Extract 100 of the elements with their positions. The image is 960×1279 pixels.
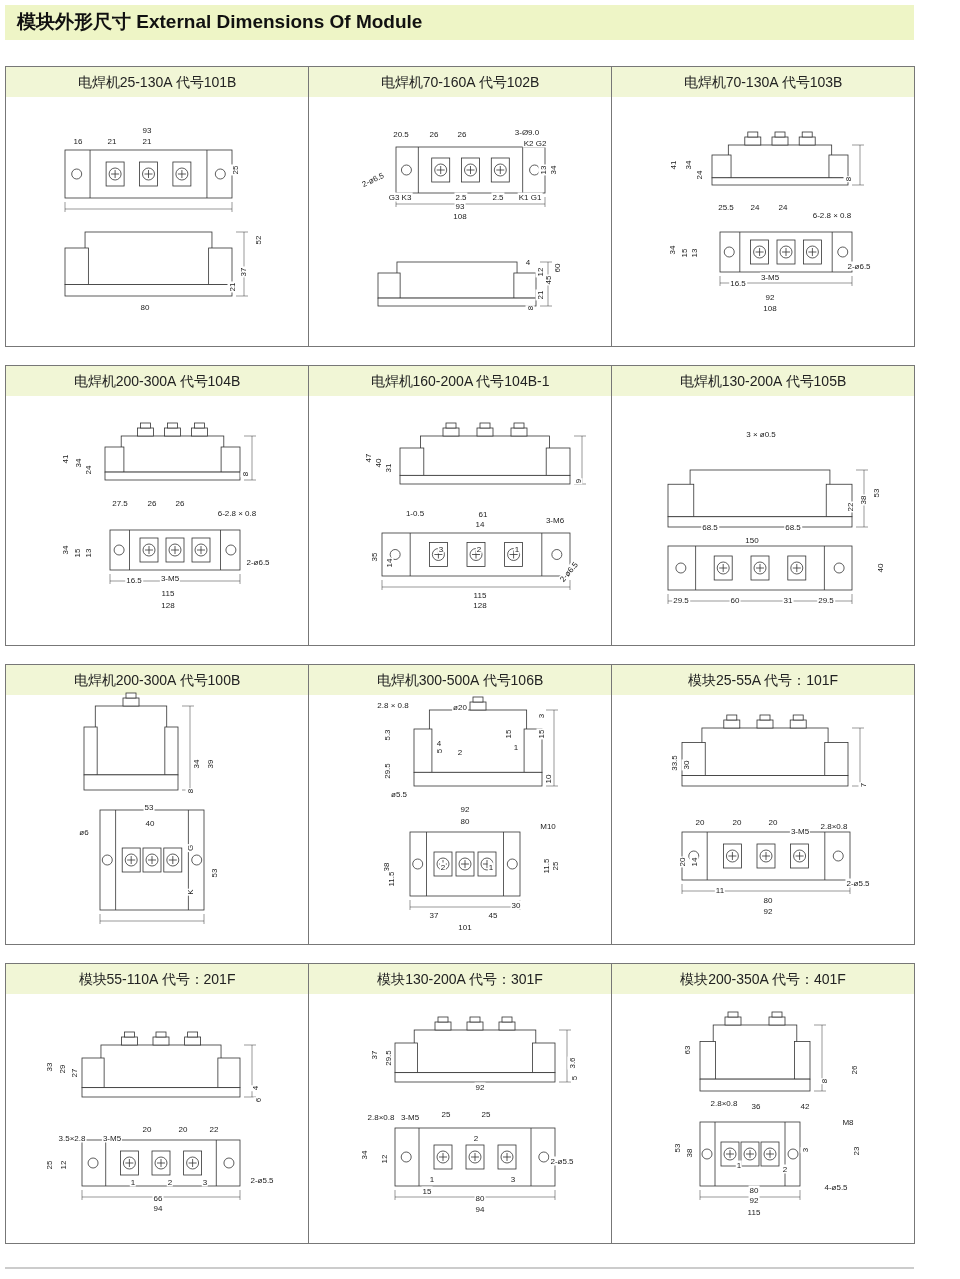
- dimension-label: 40: [875, 562, 885, 574]
- dimension-label: 2.8 × 0.8: [376, 700, 410, 710]
- dimension-label: 20: [141, 1124, 153, 1134]
- dimension-label: 2.5: [491, 192, 505, 202]
- dimension-label: 20: [694, 817, 706, 827]
- dimension-label: 128: [472, 600, 488, 610]
- dimension-label: 1: [735, 1160, 743, 1170]
- dimension-label: 8: [843, 175, 853, 183]
- dimension-label: 108: [452, 211, 468, 221]
- dimension-label: M10: [539, 821, 557, 831]
- dimension-label: 2-ø6.5: [245, 557, 271, 567]
- dimension-label: 8: [819, 1077, 829, 1085]
- dimension-label: 53: [871, 487, 881, 499]
- dimension-label: 1: [512, 742, 520, 752]
- dimension-label: 6-2.8 × 0.8: [811, 210, 853, 220]
- dimension-label: 23: [851, 1145, 861, 1157]
- dimension-label: 93: [454, 201, 466, 211]
- dimension-label: 6-2.8 × 0.8: [216, 508, 258, 518]
- dimension-label: 3: [800, 1146, 810, 1154]
- dimension-label: 42: [799, 1101, 811, 1111]
- dimension-label: 115: [746, 1207, 762, 1217]
- dimension-label: 5: [434, 747, 444, 755]
- dimension-label: 34: [667, 244, 677, 256]
- panel-heading: 电焊机300-500A 代号106B: [309, 665, 611, 695]
- dimension-label: 15: [679, 247, 689, 259]
- dimension-label: 26: [456, 129, 468, 139]
- dimension-label: 15: [536, 728, 546, 740]
- dimension-label: K1 G1: [517, 192, 543, 202]
- dimension-label: 2: [166, 1177, 174, 1187]
- dimension-label: 4: [435, 738, 443, 748]
- dimension-label: 3-M5: [159, 573, 181, 583]
- dimension-label: 3-Ø9.0: [513, 127, 541, 137]
- dimension-label: 10: [543, 773, 553, 785]
- dimension-label: 26: [174, 498, 186, 508]
- dimension-label: 12: [379, 1153, 389, 1165]
- dimension-label: 3: [536, 712, 546, 720]
- dimension-label: 150: [744, 535, 760, 545]
- dimension-label: 15: [421, 1186, 433, 1196]
- dimension-label: 31: [383, 462, 393, 474]
- dimension-label: 3: [201, 1177, 209, 1187]
- dimension-label: 26: [146, 498, 158, 508]
- dimension-label: 2: [472, 1133, 480, 1143]
- dimension-label: 11: [714, 885, 726, 895]
- panel-heading: 电焊机160-200A 代号104B-1: [309, 366, 611, 396]
- dimension-label: 3 × ø0.5: [745, 429, 777, 439]
- dimension-label: 38: [858, 494, 868, 506]
- dimension-label: 5.3: [382, 728, 392, 742]
- dimension-label: 29.5: [672, 595, 690, 605]
- panel-heading: 电焊机70-160A 代号102B: [309, 67, 611, 97]
- dimension-label: 40: [373, 457, 383, 469]
- dimension-label: 2-ø5.5: [249, 1175, 275, 1185]
- module-panel: [611, 963, 915, 1244]
- dimension-label: 1: [513, 544, 521, 554]
- dimension-label: 8: [185, 787, 195, 795]
- dimension-label: 80: [474, 1193, 486, 1203]
- dimension-label: 53: [143, 802, 155, 812]
- dimension-label: 24: [694, 169, 704, 181]
- dimension-label: 2.8×0.8: [366, 1112, 396, 1122]
- dimension-label: 11.5: [386, 870, 396, 888]
- dimension-label: 52: [253, 234, 263, 246]
- dimension-label: 101: [457, 922, 473, 932]
- dimension-label: 3-M6: [544, 515, 566, 525]
- dimension-label: 30: [681, 759, 691, 771]
- dimension-label: 33.5: [669, 754, 679, 772]
- dimension-label: 15: [72, 547, 82, 559]
- dimension-label: 39: [205, 758, 215, 770]
- dimension-label: 34: [73, 457, 83, 469]
- dimension-label: 29.5: [382, 762, 392, 780]
- dimension-label: 34: [683, 159, 693, 171]
- panel-heading: 电焊机25-130A 代号101B: [6, 67, 308, 97]
- dimension-label: 14: [474, 519, 486, 529]
- dimension-label: 25: [230, 164, 240, 176]
- dimension-label: 33: [44, 1061, 54, 1073]
- dimension-label: 14: [689, 856, 699, 868]
- dimension-label: 6: [253, 1096, 263, 1104]
- dimension-label: 4-ø5.5: [823, 1182, 849, 1192]
- dimension-label: 36: [750, 1101, 762, 1111]
- dimension-label: 53: [672, 1142, 682, 1154]
- panel-heading: 模块200-350A 代号：401F: [612, 964, 914, 994]
- dimension-label: 80: [748, 1185, 760, 1195]
- dimension-label: 92: [748, 1195, 760, 1205]
- dimension-label: 38: [684, 1147, 694, 1159]
- dimension-label: 128: [160, 600, 176, 610]
- dimension-label: ø5.5: [390, 789, 408, 799]
- dimension-label: 20: [677, 856, 687, 868]
- dimension-label: 3-M5: [789, 826, 811, 836]
- dimension-label: 8: [240, 470, 250, 478]
- dimension-label: 25: [480, 1109, 492, 1119]
- dimension-label: 94: [152, 1203, 164, 1213]
- dimension-label: 20.5: [392, 129, 410, 139]
- dimension-label: 1: [428, 1174, 436, 1184]
- dimension-label: 16.5: [125, 575, 143, 585]
- dimension-label: 3.6: [567, 1056, 577, 1070]
- dimension-label: 25: [550, 860, 560, 872]
- dimension-label: 21: [535, 289, 545, 301]
- dimension-label: 13: [689, 247, 699, 259]
- dimension-label: 3-M5: [759, 272, 781, 282]
- dimension-label: 2.5: [454, 192, 468, 202]
- dimension-label: 4: [524, 257, 532, 267]
- dimension-label: 26: [428, 129, 440, 139]
